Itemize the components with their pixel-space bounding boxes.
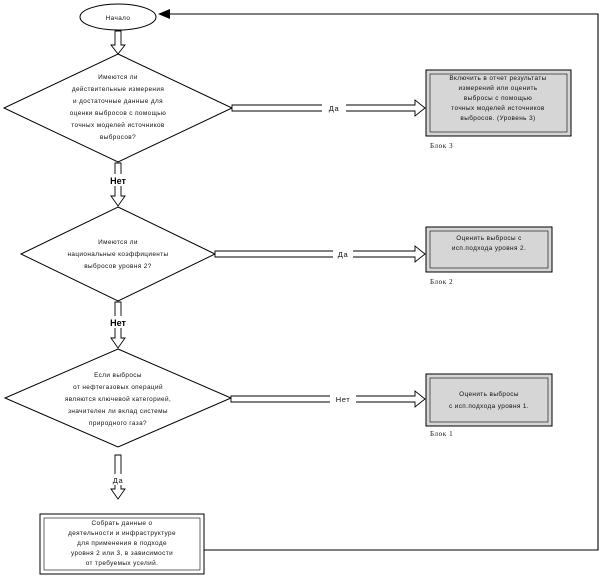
start-ellipse bbox=[79, 3, 157, 31]
svg-text:уровня 2 или 3, в зависимости: уровня 2 или 3, в зависимости bbox=[71, 550, 173, 557]
block2-box bbox=[425, 226, 553, 273]
no-label-2: Нет bbox=[110, 318, 126, 328]
block2-text: Оценить выбросы с исп.подхода уровня 2. bbox=[452, 234, 526, 252]
svg-text:Имеются ли: Имеются ли bbox=[98, 74, 138, 81]
block3-box bbox=[425, 69, 572, 137]
svg-text:от нефтегазовых операций: от нефтегазовых операций bbox=[73, 383, 163, 391]
svg-text:выбросов. (Уровень 3): выбросов. (Уровень 3) bbox=[460, 114, 535, 122]
decision-text-key-category: Если выбросы от нефтегазовых операций яв… bbox=[65, 371, 171, 427]
svg-text:точных моделей источников: точных моделей источников bbox=[451, 104, 545, 112]
yes-label-1: Да bbox=[329, 104, 340, 113]
block3-text: Включить в отчет результаты измерений ил… bbox=[449, 75, 546, 122]
decision-diamond-national-factors bbox=[19, 206, 217, 302]
loop-back-arrowhead bbox=[158, 9, 170, 19]
svg-text:действительные измерения: действительные измерения bbox=[72, 85, 165, 93]
svg-text:выбросов уровня 2?: выбросов уровня 2? bbox=[84, 262, 151, 270]
block1-caption: Блок 1 bbox=[430, 430, 453, 438]
collect-data-box bbox=[39, 513, 205, 575]
svg-text:для применения в подходе: для применения в подходе bbox=[77, 540, 167, 547]
decision-diamond-measurements bbox=[2, 53, 234, 163]
svg-text:измерений или оценить: измерений или оценить bbox=[458, 84, 537, 92]
svg-text:деятельности и инфраструктуре: деятельности и инфраструктуре bbox=[68, 530, 176, 537]
svg-text:являются ключевой категорией,: являются ключевой категорией, bbox=[65, 395, 171, 403]
arrow-start-to-q1 bbox=[110, 30, 126, 55]
svg-text:выбросы с помощью: выбросы с помощью bbox=[464, 94, 532, 102]
svg-text:выбросов?: выбросов? bbox=[100, 133, 136, 141]
svg-text:и достаточные данные для: и достаточные данные для bbox=[73, 98, 163, 105]
svg-text:значителен ли вклад системы: значителен ли вклад системы bbox=[68, 408, 168, 415]
svg-text:Имеются ли: Имеются ли bbox=[98, 239, 138, 246]
svg-text:Включить в отчет результаты: Включить в отчет результаты bbox=[449, 75, 546, 82]
svg-text:национальные коэффициенты: национальные коэффициенты bbox=[67, 251, 168, 258]
loop-back-line bbox=[168, 13, 599, 551]
svg-text:с исп.подхода уровня 1.: с исп.подхода уровня 1. bbox=[449, 403, 529, 410]
svg-text:Собрать данные о: Собрать данные о bbox=[91, 519, 152, 527]
svg-text:от требуемых уселий.: от требуемых уселий. bbox=[86, 559, 159, 567]
svg-text:Оценить выбросы: Оценить выбросы bbox=[459, 390, 519, 398]
decision-diamond-key-category bbox=[3, 348, 233, 448]
block3-caption: Блок 3 bbox=[430, 142, 453, 150]
decision-text-national-factors: Имеются ли национальные коэффициенты выб… bbox=[67, 239, 168, 270]
yes-label-3: Да bbox=[113, 476, 124, 485]
svg-text:исп.подхода уровня 2.: исп.подхода уровня 2. bbox=[452, 245, 526, 252]
arrow-yes-to-block2 bbox=[214, 245, 426, 263]
yes-label-2: Да bbox=[338, 250, 349, 259]
svg-text:Если выбросы: Если выбросы bbox=[94, 371, 142, 379]
arrow-no-to-block1 bbox=[230, 390, 426, 408]
start-label: Начало bbox=[106, 15, 131, 22]
svg-text:Оценить выбросы с: Оценить выбросы с bbox=[456, 234, 522, 242]
decision-text-measurements: Имеются ли действительные измерения и до… bbox=[70, 74, 166, 141]
svg-text:природного газа?: природного газа? bbox=[89, 420, 147, 427]
no-label-3: Нет bbox=[336, 395, 351, 404]
no-label-1: Нет bbox=[110, 176, 126, 186]
block1-box bbox=[425, 373, 553, 427]
svg-text:точных моделей источников: точных моделей источников bbox=[71, 121, 165, 129]
collect-data-text: Собрать данные о деятельности и инфрастр… bbox=[68, 519, 176, 567]
svg-text:оценки выбросов с помощью: оценки выбросов с помощью bbox=[70, 109, 166, 117]
block1-text: Оценить выбросы с исп.подхода уровня 1. bbox=[449, 390, 529, 410]
block2-caption: Блок 2 bbox=[430, 278, 453, 286]
